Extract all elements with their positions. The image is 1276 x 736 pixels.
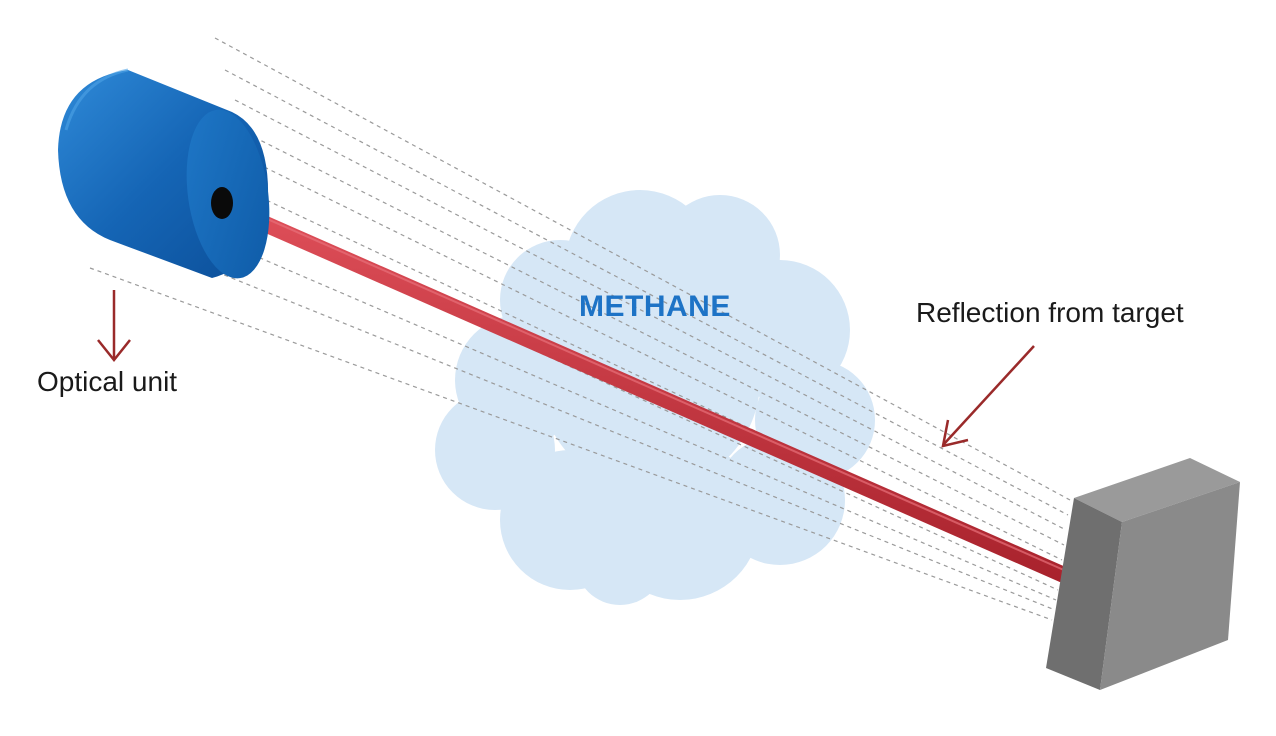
optical-unit-arrow [97, 290, 131, 363]
optical-unit-icon [58, 68, 270, 279]
reflection-arrow [941, 345, 1035, 448]
target-block-icon [1046, 458, 1240, 690]
reflection-label: Reflection from target [916, 297, 1184, 328]
methane-label: METHANE [579, 290, 731, 323]
reflection-dashed-lines [89, 37, 1071, 621]
laser-beam [220, 196, 1068, 583]
optical-unit-label: Optical unit [37, 366, 178, 397]
